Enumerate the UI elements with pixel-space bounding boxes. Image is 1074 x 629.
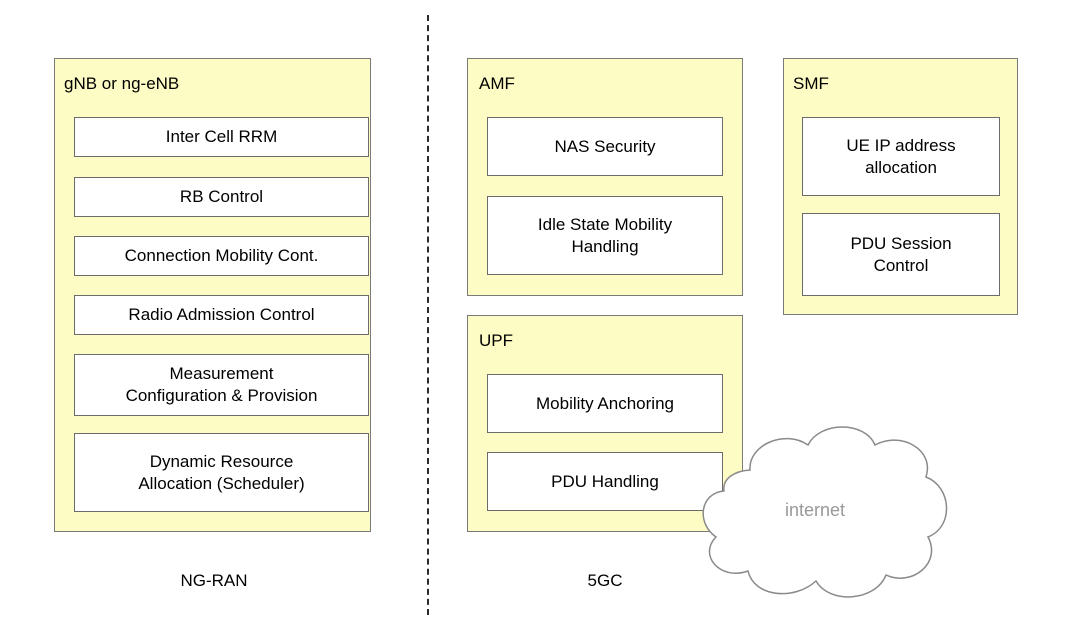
radio-admission-box: Radio Admission Control [74, 295, 369, 335]
ran-core-divider [427, 15, 429, 615]
amf-panel-title: AMF [479, 74, 515, 93]
pdu-session-control-box: PDU Session Control [802, 213, 1000, 296]
5gc-label: 5GC [587, 571, 623, 590]
mobility-anchoring-box: Mobility Anchoring [487, 374, 723, 433]
ue-ip-allocation-box: UE IP address allocation [802, 117, 1000, 196]
measurement-config-box: Measurement Configuration & Provision [74, 354, 369, 416]
ng-ran-label: NG-RAN [180, 571, 248, 590]
smf-panel-title: SMF [793, 74, 829, 93]
idle-state-mobility-box: Idle State Mobility Handling [487, 196, 723, 275]
rb-control-box: RB Control [74, 177, 369, 217]
internet-label: internet [785, 500, 845, 520]
upf-panel-title: UPF [479, 331, 513, 350]
internet-cloud: internet [702, 426, 948, 598]
cloud-outline [702, 426, 948, 598]
pdu-handling-box: PDU Handling [487, 452, 723, 511]
dynamic-resource-box: Dynamic Resource Allocation (Scheduler) [74, 433, 369, 512]
gnb-panel-title: gNB or ng-eNB [64, 74, 180, 93]
nas-security-box: NAS Security [487, 117, 723, 176]
connection-mobility-box: Connection Mobility Cont. [74, 236, 369, 276]
inter-cell-rrm-box: Inter Cell RRM [74, 117, 369, 157]
